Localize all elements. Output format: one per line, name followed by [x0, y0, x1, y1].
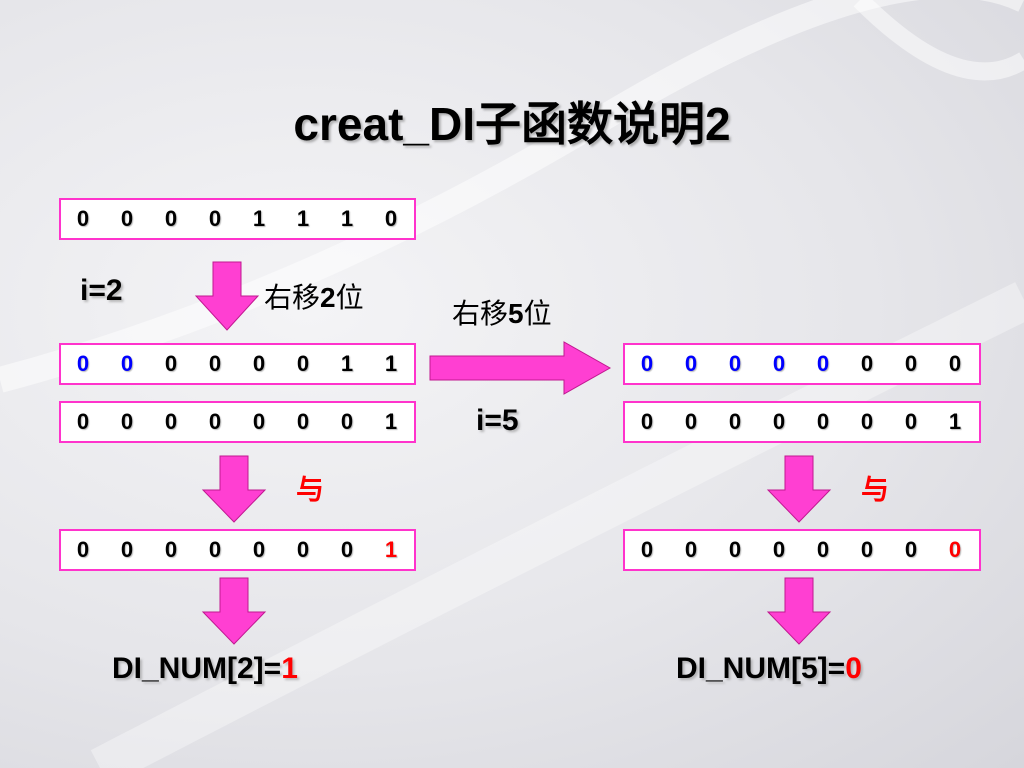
- left-index-label: i=2: [80, 274, 123, 307]
- bit-cell: 0: [252, 351, 266, 376]
- bit-cell: 0: [860, 537, 874, 562]
- right-and-down-arrow: [766, 455, 832, 523]
- left-input-register: 0 0 0 0 1 1 1 0: [59, 198, 416, 240]
- bit-cell: 0: [772, 409, 786, 434]
- bit-cell: 0: [120, 351, 134, 376]
- right-shifted-register: 0 0 0 0 0 0 0 0: [623, 343, 981, 385]
- bit-cell: 1: [296, 206, 310, 231]
- bit-cell: 0: [120, 206, 134, 231]
- bit-cell: 0: [948, 537, 962, 562]
- bit-cell: 0: [208, 537, 222, 562]
- bit-cell: 0: [340, 409, 354, 434]
- bit-cell: 0: [164, 206, 178, 231]
- bit-cell: 0: [640, 351, 654, 376]
- bit-cell: 0: [860, 409, 874, 434]
- page-title: creat_DI子函数说明2: [293, 98, 731, 150]
- right-and-label: 与: [861, 473, 890, 506]
- bit-cell: 0: [816, 409, 830, 434]
- bit-cell: 0: [76, 206, 90, 231]
- left-and-down-arrow: [201, 455, 267, 523]
- bit-cell: 0: [728, 409, 742, 434]
- bit-cell: 0: [164, 537, 178, 562]
- left-shifted-register: 0 0 0 0 0 0 1 1: [59, 343, 416, 385]
- bit-cell: 0: [120, 537, 134, 562]
- bit-cell: 0: [948, 351, 962, 376]
- bit-cell: 0: [728, 537, 742, 562]
- bit-cell: 0: [76, 537, 90, 562]
- bit-cell: 1: [948, 409, 962, 434]
- left-and-label: 与: [296, 473, 325, 506]
- bit-cell: 0: [816, 537, 830, 562]
- bit-cell: 0: [252, 537, 266, 562]
- bit-cell: 1: [384, 351, 398, 376]
- right-mask-register: 0 0 0 0 0 0 0 1: [623, 401, 981, 443]
- bit-cell: 1: [340, 206, 354, 231]
- bit-cell: 0: [684, 537, 698, 562]
- bit-cell: 0: [904, 537, 918, 562]
- right-result-text: DI_NUM[5]=0: [676, 652, 862, 685]
- bit-cell: 1: [252, 206, 266, 231]
- bit-cell: 0: [296, 537, 310, 562]
- bit-cell: 0: [640, 409, 654, 434]
- bit-cell: 0: [340, 537, 354, 562]
- bit-cell: 0: [860, 351, 874, 376]
- bit-cell: 1: [384, 409, 398, 434]
- right-result-down-arrow: [766, 577, 832, 645]
- bit-cell: 0: [904, 409, 918, 434]
- left-shift-label: 右移2位: [264, 281, 364, 314]
- left-mask-register: 0 0 0 0 0 0 0 1: [59, 401, 416, 443]
- bit-cell: 0: [296, 351, 310, 376]
- bit-cell: 0: [728, 351, 742, 376]
- middle-index-label: i=5: [476, 404, 519, 437]
- bit-cell: 0: [772, 537, 786, 562]
- bit-cell: 0: [640, 537, 654, 562]
- bit-cell: 0: [120, 409, 134, 434]
- right-result-register: 0 0 0 0 0 0 0 0: [623, 529, 981, 571]
- bit-cell: 0: [252, 409, 266, 434]
- left-result-down-arrow: [201, 577, 267, 645]
- bit-cell: 0: [684, 409, 698, 434]
- bit-cell: 0: [76, 409, 90, 434]
- bit-cell: 0: [164, 351, 178, 376]
- right-shift-arrow: [429, 341, 612, 395]
- left-result-text: DI_NUM[2]=1: [112, 652, 298, 685]
- bit-cell: 0: [384, 206, 398, 231]
- middle-shift-label: 右移5位: [452, 297, 552, 330]
- bit-cell: 0: [904, 351, 918, 376]
- left-result-register: 0 0 0 0 0 0 0 1: [59, 529, 416, 571]
- bit-cell: 1: [340, 351, 354, 376]
- bit-cell: 0: [296, 409, 310, 434]
- bit-cell: 1: [384, 537, 398, 562]
- bit-cell: 0: [208, 351, 222, 376]
- bit-cell: 0: [164, 409, 178, 434]
- bit-cell: 0: [208, 409, 222, 434]
- bit-cell: 0: [76, 351, 90, 376]
- bit-cell: 0: [816, 351, 830, 376]
- bit-cell: 0: [684, 351, 698, 376]
- bit-cell: 0: [208, 206, 222, 231]
- bit-cell: 0: [772, 351, 786, 376]
- left-shift-down-arrow: [194, 261, 260, 331]
